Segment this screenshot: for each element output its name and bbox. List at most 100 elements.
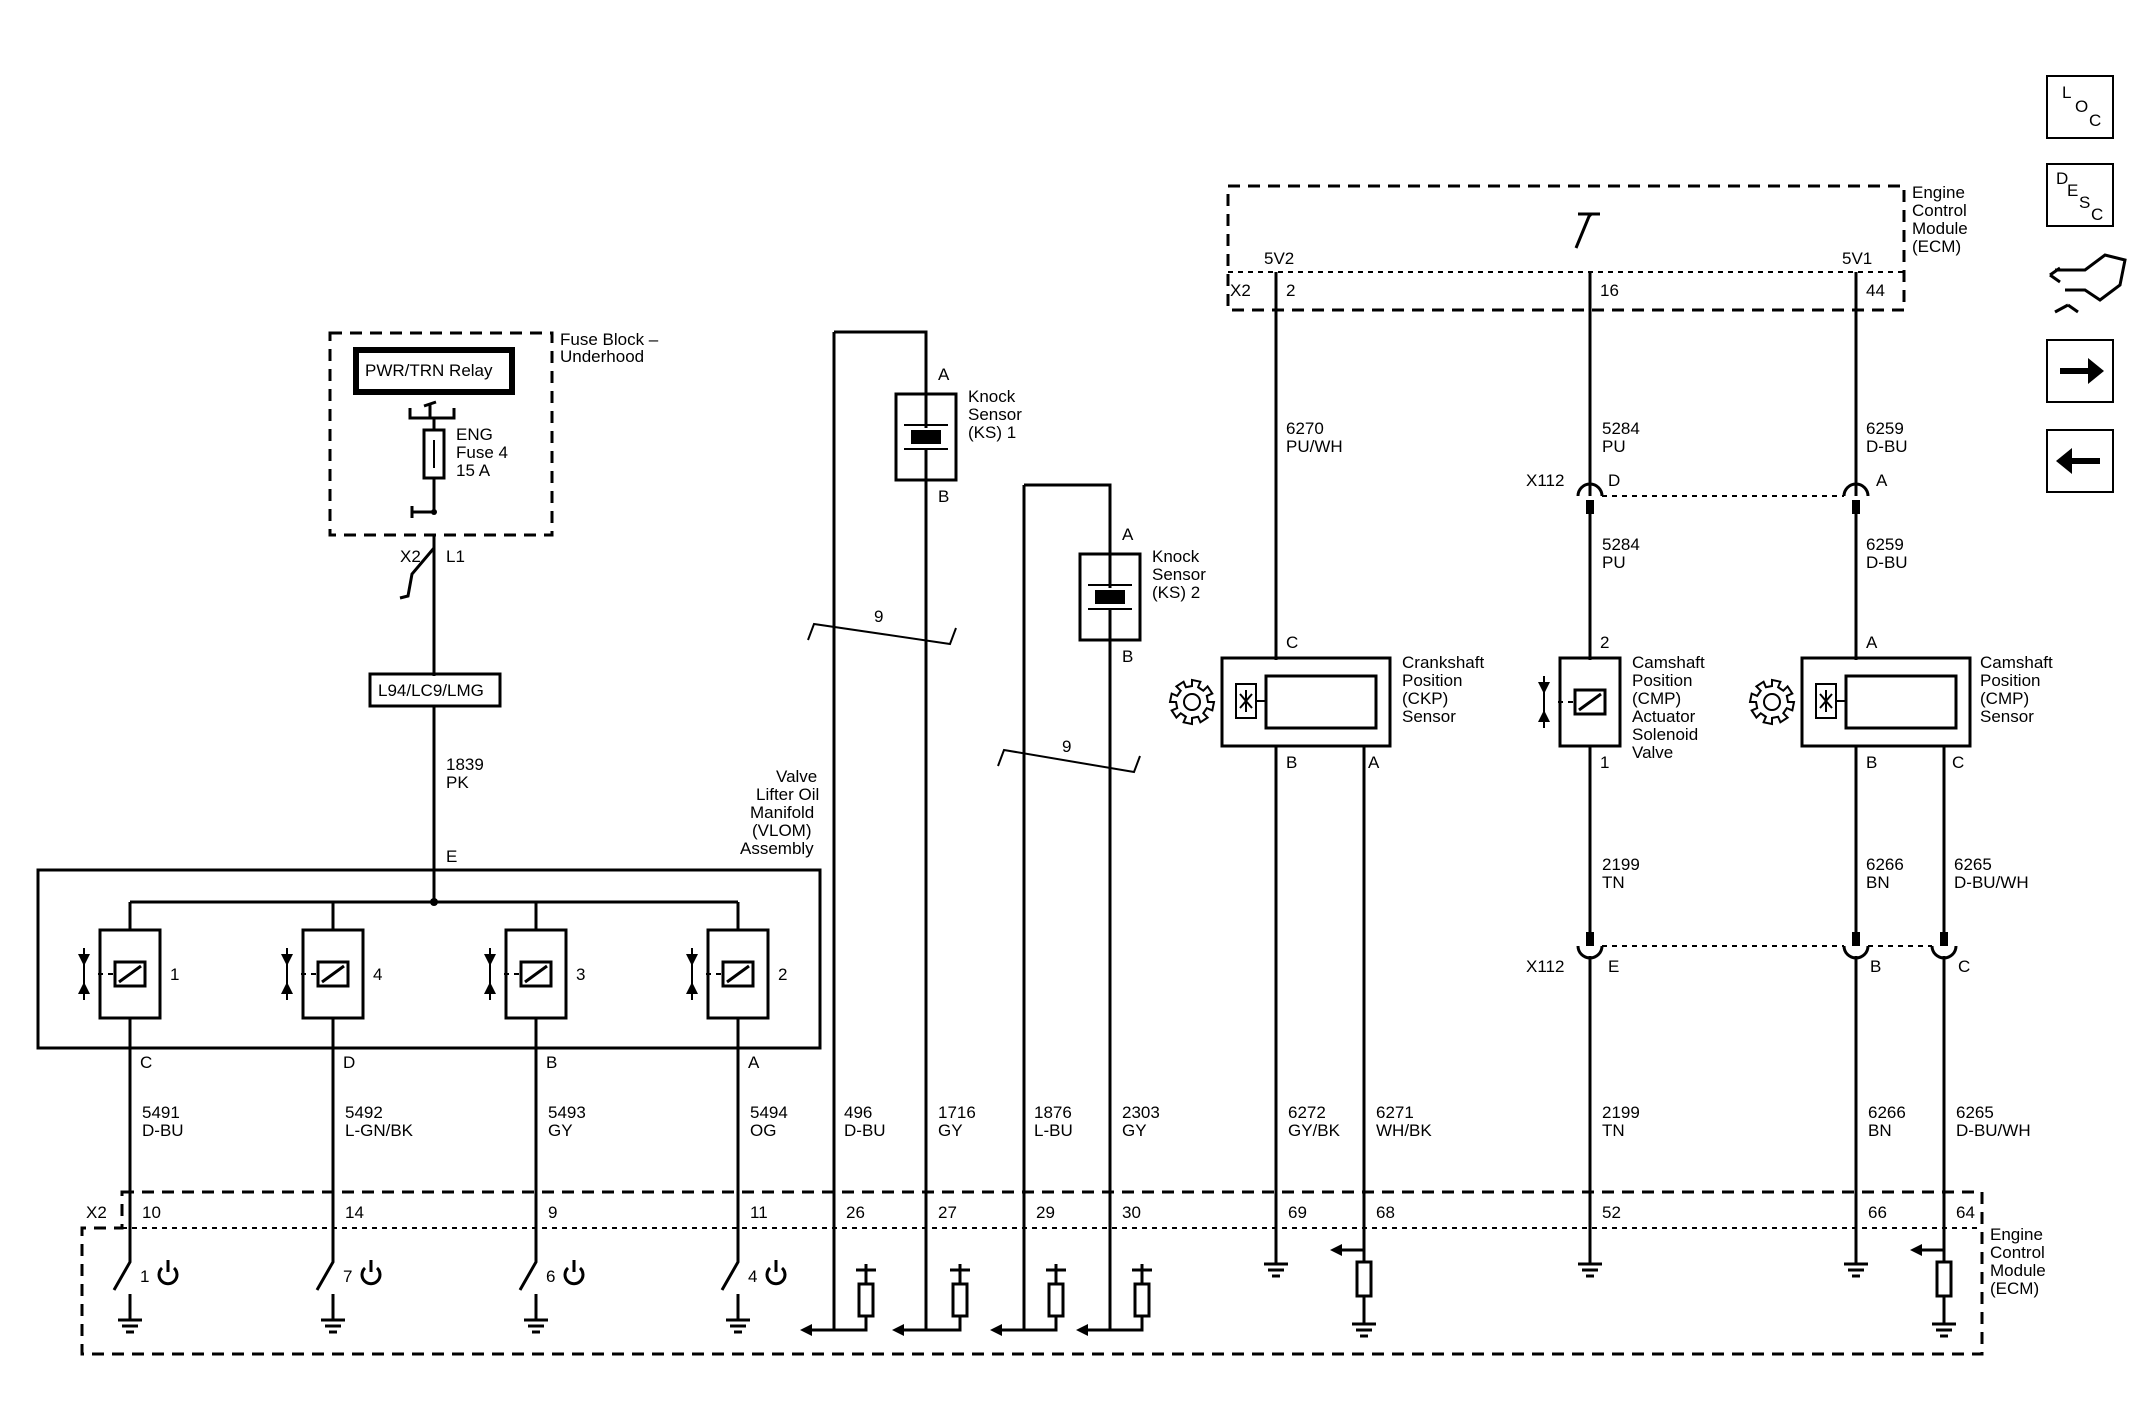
ckp-resistor-ground-icon <box>1352 1310 1376 1338</box>
wire-5284b-color: PU <box>1602 553 1626 572</box>
wire-color: GY <box>548 1121 573 1140</box>
fuse-block-label-2: Underhood <box>560 347 644 366</box>
x112-pin-e: E <box>1608 957 1619 976</box>
knock-sensor-2: A B Knock Sensor (KS) 2 <box>1024 483 1206 666</box>
cmp-actuator-solenoid: 2 1 Camshaft Position (CMP) Actuator Sol… <box>1538 633 1705 772</box>
wire-color: OG <box>750 1121 776 1140</box>
wire-1839-number: 1839 <box>446 755 484 774</box>
ckp-label-1: Crankshaft <box>1402 653 1484 672</box>
wire-number: 6265 <box>1956 1103 1994 1122</box>
location-button[interactable]: L O C <box>2046 75 2114 139</box>
cmp-sensor-label-1: Camshaft <box>1980 653 2053 672</box>
previous-arrow-button[interactable] <box>2046 429 2114 493</box>
ckp-sensor: C B A Crankshaft Position (CKP) Sensor <box>1220 633 1484 772</box>
desc-letter-c: C <box>2091 205 2103 224</box>
ecm-top-label-4: (ECM) <box>1912 237 1961 256</box>
fuse-label-3: 15 A <box>456 461 491 480</box>
ks2-label-3: (KS) 2 <box>1152 583 1200 602</box>
wire-number: 5494 <box>750 1103 788 1122</box>
cmp-input-circuit <box>1910 1244 1953 1310</box>
ecm-top-pin-2: 2 <box>1286 281 1295 300</box>
ecm-pin-number: 69 <box>1288 1203 1307 1222</box>
wire-number: 2303 <box>1122 1103 1160 1122</box>
cmp-sensor-pin-c: C <box>1952 753 1964 772</box>
vlom-label-1: Valve <box>776 767 817 786</box>
ecm-pin-number: 9 <box>548 1203 557 1222</box>
ecm-bottom-module: X2 Engine Control Module (ECM) <box>80 1190 2046 1356</box>
ecm-pin-number: 27 <box>938 1203 957 1222</box>
solenoid-number: 1 <box>170 965 179 984</box>
cmp-valve-label-3: (CMP) <box>1632 689 1681 708</box>
option-label: L94/LC9/LMG <box>378 681 484 700</box>
cmp-valve-pin-1: 1 <box>1600 753 1609 772</box>
cmp-valve-label-4: Actuator <box>1632 707 1696 726</box>
pwr-trn-relay: PWR/TRN Relay <box>353 347 515 395</box>
wire-color: D-BU <box>844 1121 886 1140</box>
ecm-top-pin-44: 44 <box>1866 281 1885 300</box>
ks1-pin-a: A <box>938 365 950 384</box>
wire-number: 6266 <box>1868 1103 1906 1122</box>
twist-1-label: 9 <box>874 607 883 626</box>
knock-input-circuit <box>892 1264 970 1336</box>
fuse-x2-label: X2 <box>400 547 421 566</box>
vlom-label-3: Manifold <box>750 803 814 822</box>
twisted-pair-1: 9 <box>807 607 957 646</box>
driver-number: 4 <box>748 1267 757 1286</box>
wire-number: 1876 <box>1034 1103 1072 1122</box>
wire-5284a-color: PU <box>1602 437 1626 456</box>
wire-color: L-BU <box>1034 1121 1073 1140</box>
vlom-driver-ground-icon <box>524 1306 548 1334</box>
cmp-resistor-ground-icon <box>1932 1310 1956 1338</box>
wire-6259a-number: 6259 <box>1866 419 1904 438</box>
x112-top-label: X112 <box>1526 471 1564 490</box>
loc-letter-c: C <box>2089 111 2101 130</box>
ecm-pin-number: 66 <box>1868 1203 1887 1222</box>
wire-2199a-color: TN <box>1602 873 1625 892</box>
cmp-valve-ground-icon <box>1578 1250 1602 1278</box>
loc-letter-o: O <box>2075 97 2088 116</box>
ecm-pin-number: 68 <box>1376 1203 1395 1222</box>
ckp-label-4: Sensor <box>1402 707 1456 726</box>
x2-l1-connector <box>399 535 436 600</box>
low-side-driver: 4 <box>720 1250 787 1306</box>
solenoid-number: 2 <box>778 965 787 984</box>
wire-6259a-color: D-BU <box>1866 437 1908 456</box>
ecm-pin-number: 29 <box>1036 1203 1055 1222</box>
loc-letter-l: L <box>2062 83 2071 102</box>
wire-number: 5493 <box>548 1103 586 1122</box>
description-button[interactable]: D E S C <box>2046 163 2114 227</box>
fuse-block-label-1: Fuse Block – <box>560 330 659 349</box>
next-arrow-button[interactable] <box>2046 339 2114 403</box>
fuse-l1-label: L1 <box>446 547 465 566</box>
wire-color: D-BU <box>142 1121 184 1140</box>
cmp-sensor: A B C Camshaft Position (CMP) Sensor <box>1800 633 2053 772</box>
wire-color: TN <box>1602 1121 1625 1140</box>
wire-6270-color: PU/WH <box>1286 437 1343 456</box>
ecm-bottom-label-3: Module <box>1990 1261 2046 1280</box>
cmp-gear-icon <box>1748 678 1796 726</box>
wire-color: WH/BK <box>1376 1121 1432 1140</box>
ecm-bottom-label-2: Control <box>1990 1243 2045 1262</box>
ecm-pin-number: 64 <box>1956 1203 1975 1222</box>
wire-6270-number: 6270 <box>1286 419 1324 438</box>
x112-pin-d: D <box>1608 471 1620 490</box>
x112-pin-c: C <box>1958 957 1970 976</box>
cmp-sensor-label-4: Sensor <box>1980 707 2034 726</box>
wire-number: 6271 <box>1376 1103 1414 1122</box>
wire-2199a-number: 2199 <box>1602 855 1640 874</box>
solenoid-number: 4 <box>373 965 382 984</box>
knock-input-circuit <box>1076 1264 1152 1336</box>
knock-sensor-1: A B Knock Sensor (KS) 1 <box>834 330 1022 506</box>
wire-color: GY <box>938 1121 963 1140</box>
cmp-sensor-label-2: Position <box>1980 671 2040 690</box>
cmp-sensor-ground-icon <box>1844 1250 1868 1278</box>
schematic-link-icon[interactable] <box>2049 253 2127 314</box>
ckp-gear-icon <box>1168 678 1216 726</box>
twisted-pair-2: 9 <box>997 737 1141 774</box>
twist-2-label: 9 <box>1062 737 1071 756</box>
